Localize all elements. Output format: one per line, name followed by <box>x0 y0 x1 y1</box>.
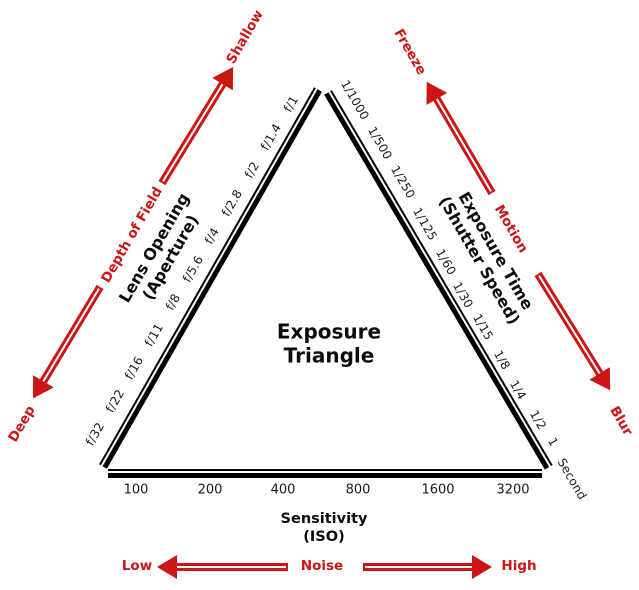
fstop-label: f/2 <box>241 159 263 181</box>
motion-blur-label: Blur <box>606 403 636 439</box>
arrow-head <box>472 555 492 579</box>
fstop-label: f/11 <box>141 320 167 350</box>
noise-high-label: High <box>501 558 537 574</box>
triangle-bottom-side <box>108 469 542 478</box>
motion-freeze-arrow <box>416 75 504 199</box>
depth-of-field-deep-label: Deep <box>5 403 39 445</box>
arrow-head <box>157 555 177 579</box>
fstop-label: f/4 <box>201 225 223 247</box>
noise-low-arrow <box>157 554 288 580</box>
iso-value-label: 400 <box>270 482 296 498</box>
fstop-label: f/5.6 <box>179 253 207 285</box>
arrow-shaft <box>432 96 496 196</box>
shutter-speed-label: 1 <box>544 435 562 449</box>
arrow-shaft <box>176 563 288 571</box>
arrow-shaft <box>158 81 227 186</box>
iso-value-label: 3200 <box>496 482 530 498</box>
center-title: Exposure Triangle <box>277 320 381 367</box>
fstop-label: f/32 <box>82 419 108 449</box>
iso-title-line2: (ISO) <box>303 529 345 545</box>
arrow-shaft <box>363 563 473 571</box>
fstop-label: f/1 <box>280 93 302 115</box>
arrow-shaft <box>534 271 604 377</box>
noise-axis-label: Noise <box>300 558 344 574</box>
fstop-label: f/8 <box>162 291 184 313</box>
noise-high-arrow <box>363 554 492 580</box>
depth-of-field-deep-arrow <box>22 280 111 405</box>
iso-title: Sensitivity (ISO) <box>281 510 368 546</box>
motion-freeze-label: Freeze <box>390 26 430 78</box>
motion-blur-arrow <box>527 267 621 397</box>
fstop-label: f/16 <box>121 353 147 383</box>
arrow-shaft <box>39 284 104 385</box>
iso-title-line1: Sensitivity <box>280 510 368 527</box>
shutter-unit-label: Second <box>554 455 590 503</box>
noise-low-label: Low <box>121 558 153 574</box>
fstop-label: f/22 <box>102 386 128 416</box>
depth-of-field-shallow-label: Shallow <box>223 7 267 67</box>
iso-value-label: 200 <box>197 482 223 498</box>
iso-value-label: 800 <box>345 482 371 498</box>
center-title-line1: Exposure <box>276 319 382 344</box>
depth-of-field-shallow-arrow <box>151 60 244 190</box>
center-title-line2: Triangle <box>283 343 375 367</box>
iso-value-label: 1600 <box>421 482 455 498</box>
iso-value-label: 100 <box>123 482 149 498</box>
